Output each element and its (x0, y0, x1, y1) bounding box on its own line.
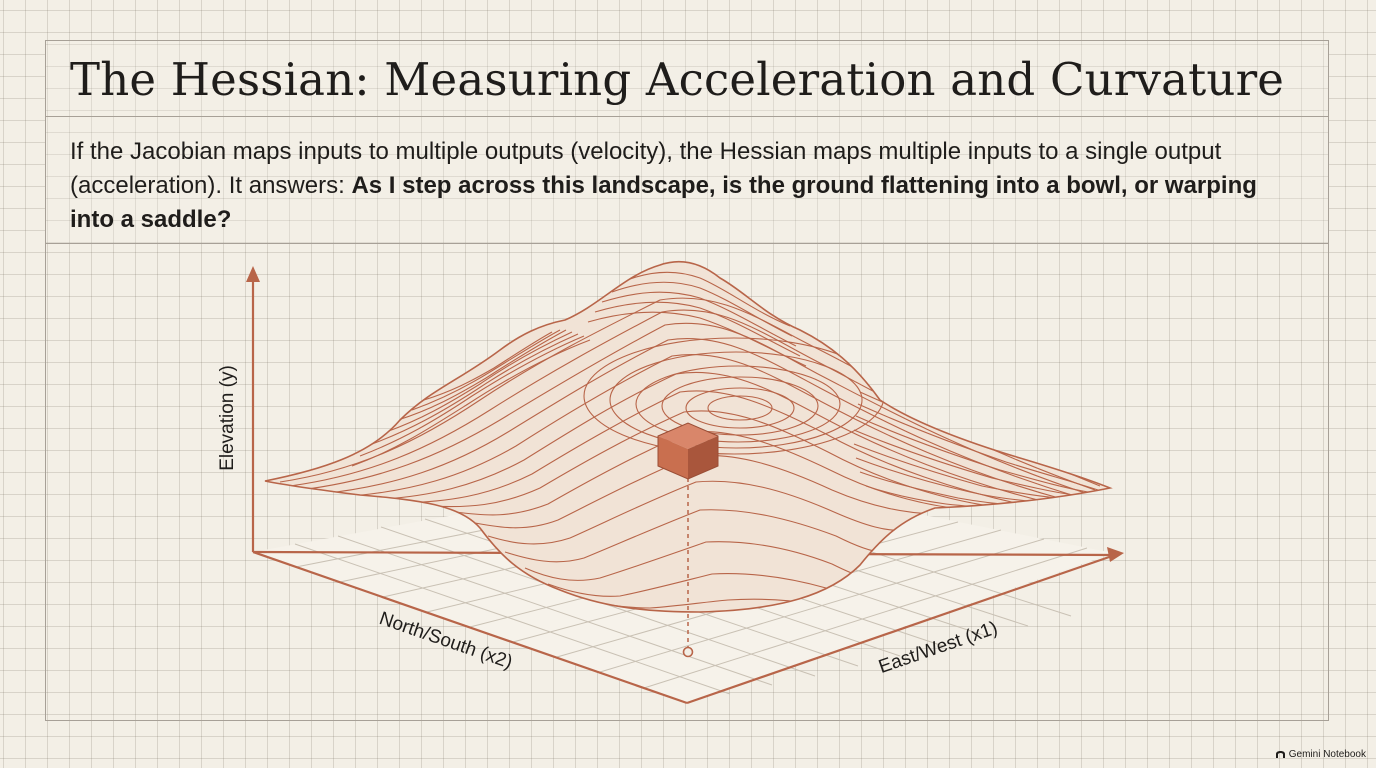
marker-cube-icon (657, 422, 719, 480)
intro-text: If the Jacobian maps inputs to multiple … (70, 135, 1290, 237)
y-axis-arrow-icon (246, 266, 260, 282)
brand-footer: Gemini Notebook (1275, 749, 1366, 760)
title-divider (46, 116, 1328, 117)
header-panel: The Hessian: Measuring Acceleration and … (46, 41, 1328, 244)
surface-outline (264, 260, 1113, 613)
x2-axis (252, 550, 688, 705)
diagram-frame (45, 40, 1329, 721)
y-axis-label: Elevation (y) (217, 365, 238, 471)
drop-point-icon (682, 646, 694, 658)
header-grid (46, 41, 1328, 243)
axes (251, 278, 1116, 705)
intro-question: As I step across this landscape, is the … (70, 172, 1257, 233)
x1-axis-arrow-icon (1107, 547, 1124, 562)
brand-label: Gemini Notebook (1288, 749, 1366, 760)
x1-axis (686, 553, 1116, 705)
page-title: The Hessian: Measuring Acceleration and … (70, 53, 1285, 106)
gemini-notebook-icon (1275, 751, 1285, 758)
intro-plain: If the Jacobian maps inputs to multiple … (70, 138, 1222, 199)
